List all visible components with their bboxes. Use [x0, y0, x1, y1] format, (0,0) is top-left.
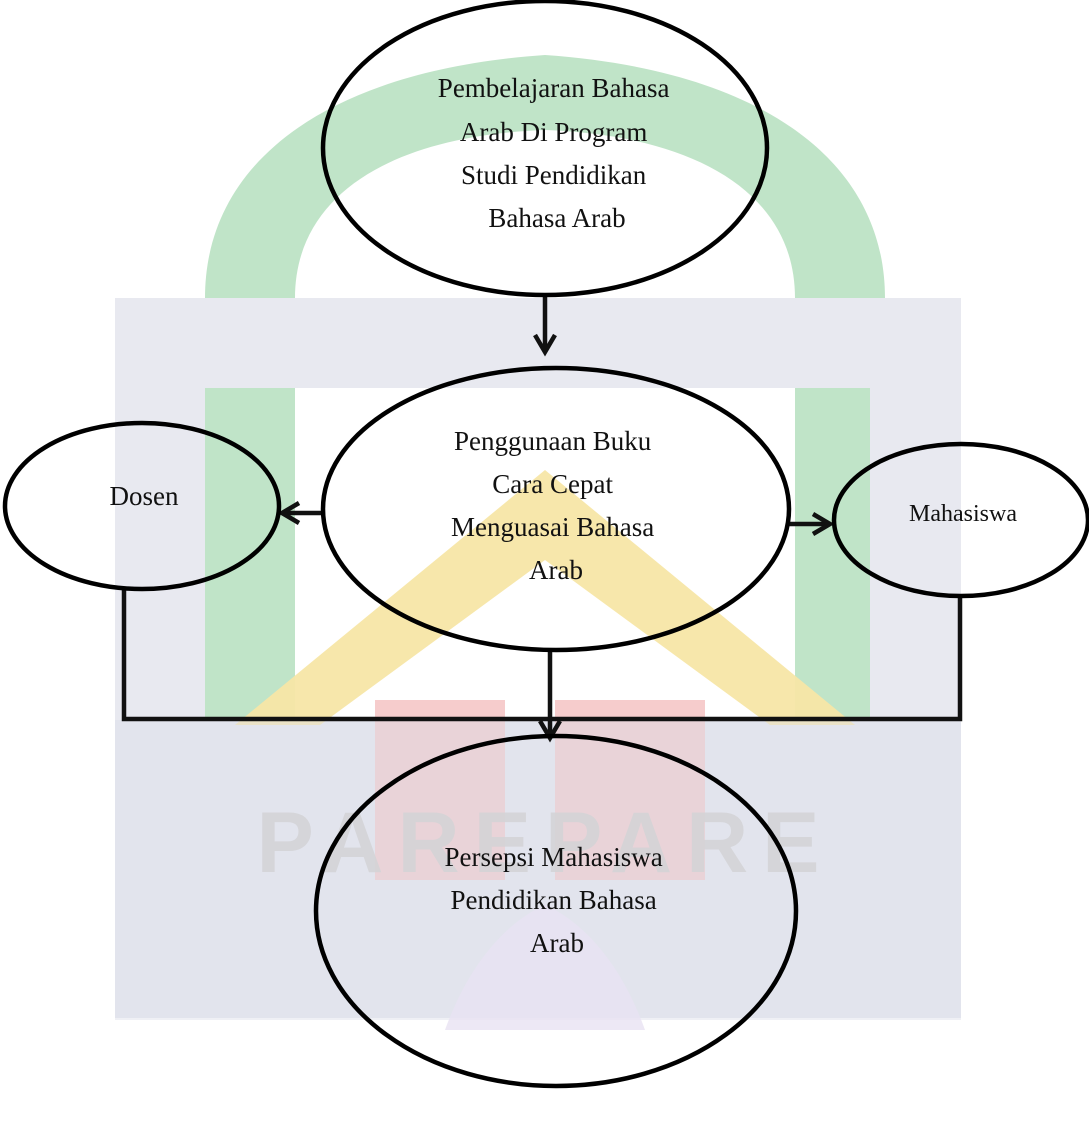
watermark-logo: PAREPARE — [115, 55, 961, 1030]
node-pembelajaran-shape — [320, 0, 770, 298]
node-dosen-label: Dosen — [110, 481, 179, 511]
node-persepsi-line-3: Arab — [530, 928, 584, 958]
watermark-pillar-right — [795, 388, 870, 718]
node-penggunaan-line-4: Arab — [529, 555, 583, 585]
watermark-roof — [235, 470, 855, 725]
svg-text:Persepsi Mahasiswa P: Persepsi Mahasiswa Pendidikan Bahasa Ara… — [445, 842, 670, 958]
node-dosen-shape — [2, 420, 282, 592]
svg-text:Dosen: Dosen — [110, 481, 179, 511]
watermark-text: PAREPARE — [256, 795, 833, 891]
node-dosen: Dosen — [2, 420, 282, 592]
node-penggunaan-line-1: Penggunaan Buku — [454, 426, 652, 456]
node-persepsi-shape — [313, 733, 799, 1089]
watermark-red-block-left — [375, 700, 505, 880]
svg-text:Pembelajaran Bahasa: Pembelajaran Bahasa Arab Di Program Stud… — [438, 73, 676, 233]
node-persepsi-line-1: Persepsi Mahasiswa — [445, 842, 663, 872]
node-penggunaan-line-2: Cara Cepat — [492, 469, 613, 499]
node-penggunaan-line-3: Menguasai Bahasa — [451, 512, 654, 542]
node-pembelajaran-line-3: Studi Pendidikan — [461, 160, 647, 190]
node-penggunaan: Penggunaan Buku Cara Cepat Menguasai Bah… — [320, 365, 792, 653]
watermark-red-block-right — [555, 700, 705, 880]
watermark-dome — [205, 55, 885, 298]
watermark-base-curve — [445, 905, 645, 1030]
connectors — [121, 295, 963, 743]
node-pembelajaran-line-4: Bahasa Arab — [488, 203, 625, 233]
node-penggunaan-shape — [320, 365, 792, 653]
node-pembelajaran-line-1: Pembelajaran Bahasa — [438, 73, 670, 103]
node-mahasiswa-shape — [831, 441, 1089, 599]
node-mahasiswa-label: Mahasiswa — [909, 501, 1017, 527]
node-persepsi: Persepsi Mahasiswa Pendidikan Bahasa Ara… — [313, 733, 799, 1089]
node-persepsi-line-2: Pendidikan Bahasa — [451, 885, 657, 915]
edge-dosen-down — [121, 588, 963, 722]
node-pembelajaran-line-2: Arab Di Program — [460, 117, 647, 147]
node-mahasiswa: Mahasiswa — [831, 441, 1089, 599]
watermark-pillar-left — [205, 388, 295, 718]
svg-text:Mahasiswa: Mahasiswa — [909, 501, 1017, 527]
svg-text:Penggunaan Buku Cara: Penggunaan Buku Cara Cepat Menguasai Bah… — [451, 426, 661, 585]
node-pembelajaran: Pembelajaran Bahasa Arab Di Program Stud… — [320, 0, 770, 298]
